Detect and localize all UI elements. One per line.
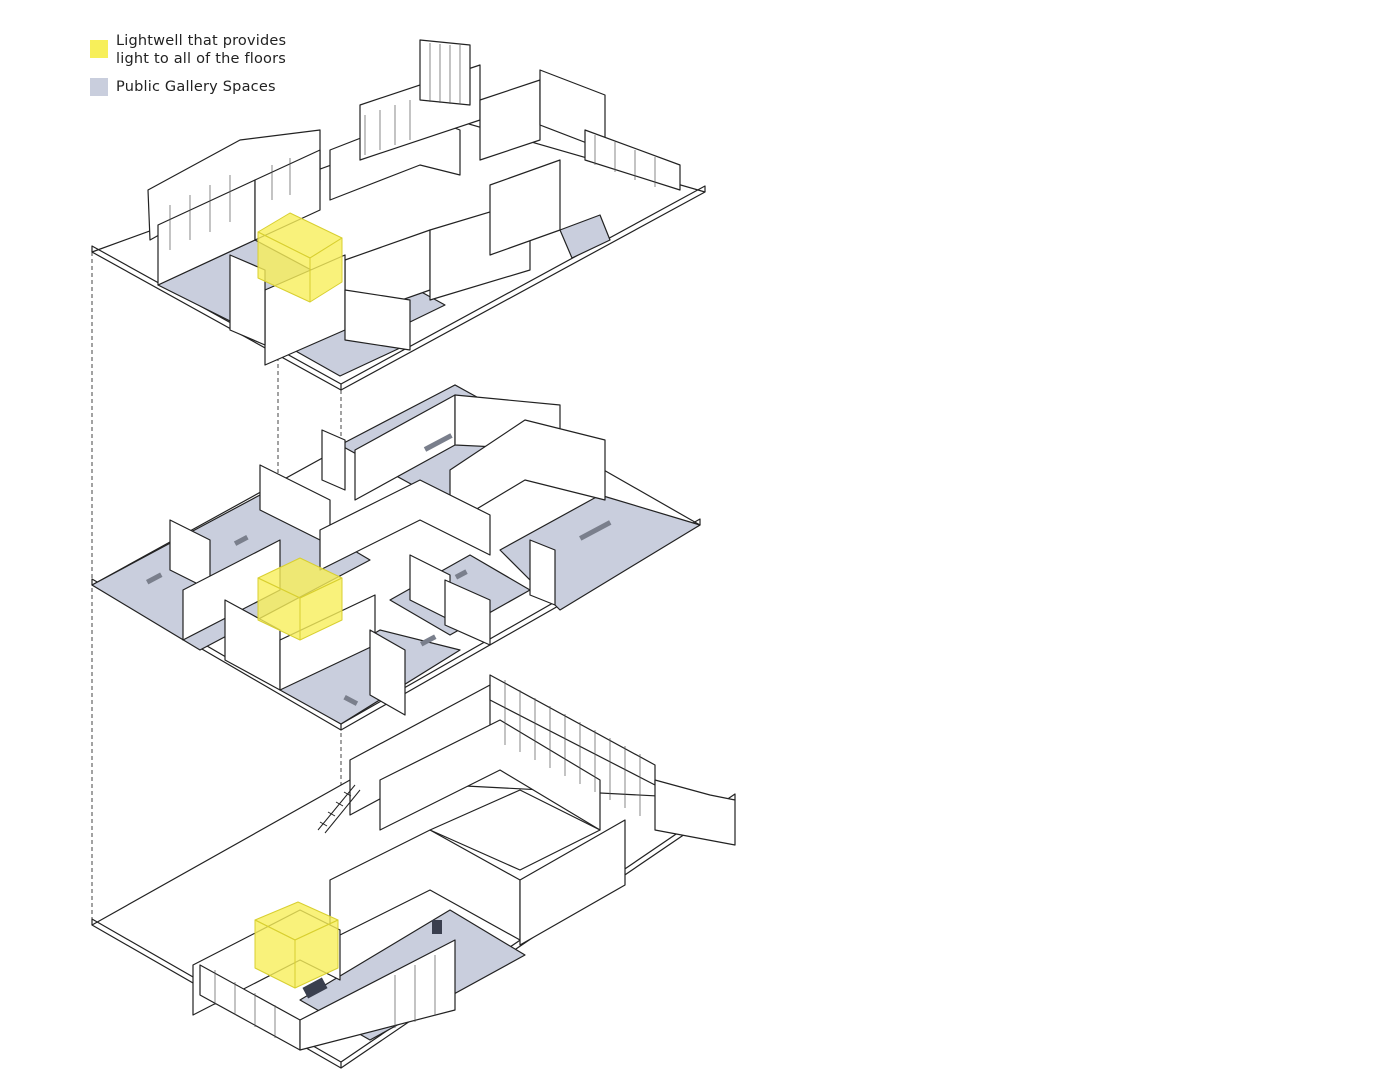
upper-gallery-floor-d — [559, 214, 611, 259]
ground-lightwell — [254, 901, 339, 989]
legend-item-lightwell: Lightwell that provides light to all of … — [90, 32, 286, 68]
legend-label-lightwell: Lightwell that provides light to all of … — [116, 33, 287, 67]
ground-staircase — [317, 784, 361, 834]
ground-reception-desk — [302, 977, 328, 999]
legend: Lightwell that provides light to all of … — [90, 32, 286, 106]
upper-floor — [91, 39, 706, 391]
middle-lightwell — [257, 557, 343, 641]
upper-lightwell — [257, 212, 343, 303]
lightwell-swatch — [90, 40, 108, 58]
legend-item-gallery: Public Gallery Spaces — [90, 78, 286, 96]
gallery-swatch — [90, 78, 108, 96]
ground-floor-slab — [91, 779, 736, 1069]
legend-label-gallery: Public Gallery Spaces — [116, 79, 276, 95]
ground-kiosk — [432, 920, 442, 934]
ground-floor — [91, 674, 736, 1069]
middle-floor — [91, 384, 701, 731]
